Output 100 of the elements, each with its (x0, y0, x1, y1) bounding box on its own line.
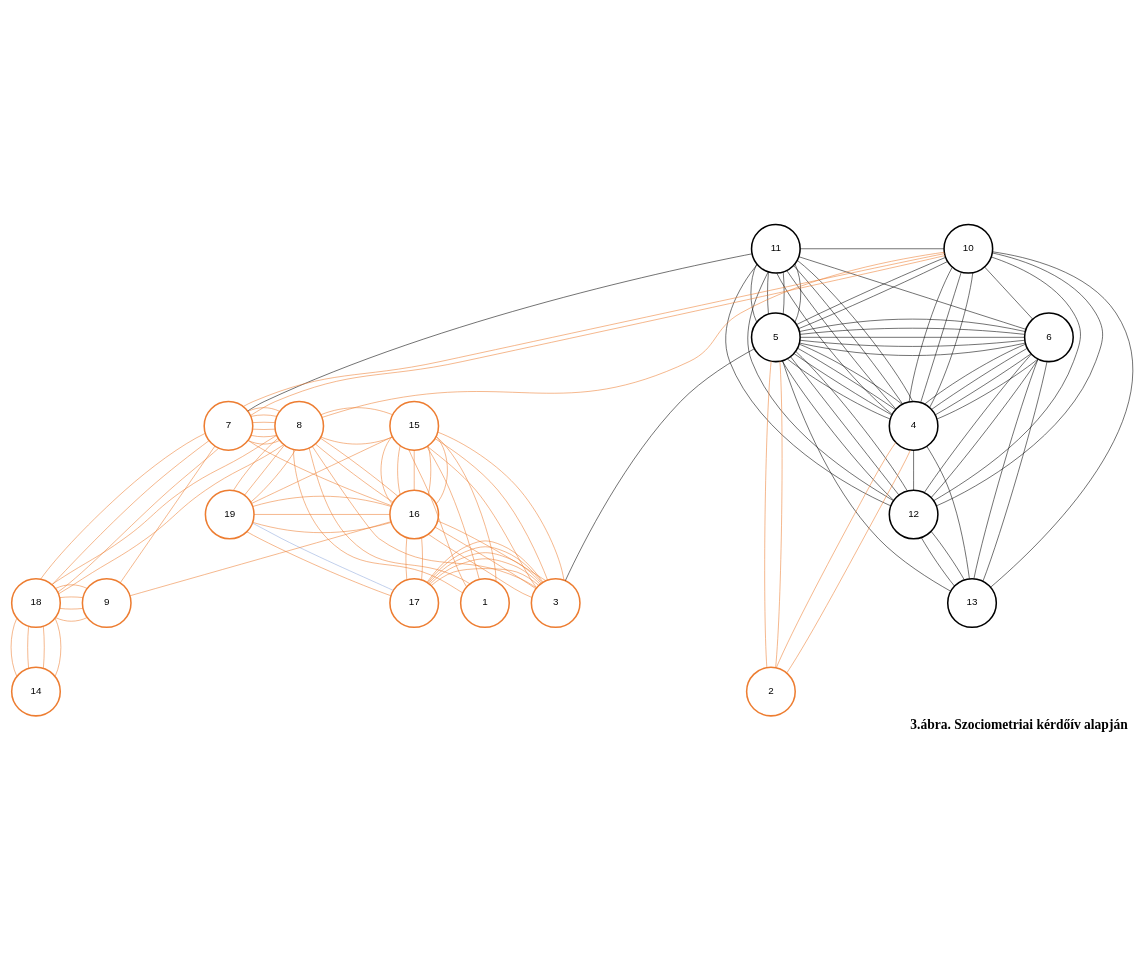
node-circle: 16 (389, 488, 440, 539)
connector (767, 271, 769, 314)
connector (924, 353, 1032, 493)
connector (797, 259, 913, 402)
connector (55, 584, 88, 589)
connector (413, 449, 415, 490)
connector (250, 434, 277, 437)
connector (315, 443, 394, 502)
connector (312, 445, 537, 588)
connector (27, 625, 29, 669)
connector (747, 271, 894, 501)
connector (293, 448, 463, 593)
node-circle: 6 (1023, 311, 1074, 362)
connector (431, 567, 539, 586)
node-circle: 5 (750, 311, 801, 362)
connector (247, 406, 280, 412)
connector (799, 339, 1025, 347)
node-circle: 3 (530, 577, 581, 628)
connector (794, 263, 802, 322)
connector (10, 617, 18, 677)
connector (799, 318, 1026, 332)
connector (800, 247, 945, 249)
connector (799, 327, 1025, 335)
connector (800, 336, 1025, 338)
connector (929, 271, 974, 408)
node-circle: 12 (888, 488, 939, 539)
connector (246, 530, 392, 596)
connector (397, 445, 401, 495)
connector (428, 445, 432, 495)
node-circle: 10 (943, 223, 994, 274)
connector (926, 445, 970, 579)
connector (930, 358, 1039, 498)
connector (308, 447, 471, 584)
connector (795, 350, 908, 491)
node-circle: 19 (204, 488, 255, 539)
connector (786, 269, 897, 409)
connector (725, 263, 892, 506)
connector (435, 435, 448, 504)
connector (40, 432, 206, 579)
connector (437, 431, 565, 580)
node-circle: 15 (389, 400, 440, 451)
connector (51, 439, 210, 585)
connector (429, 558, 541, 585)
connector (781, 360, 894, 500)
connector (247, 253, 753, 411)
connector (247, 439, 280, 444)
connector (775, 360, 783, 668)
node-circle: 17 (389, 577, 440, 628)
connector (984, 266, 1033, 319)
connector (428, 533, 533, 598)
node-circle: 18 (10, 577, 62, 628)
connector (320, 437, 399, 497)
connector (405, 537, 408, 580)
node-circle: 14 (10, 666, 62, 717)
connector (428, 551, 542, 584)
connector (782, 271, 785, 314)
connector (908, 266, 953, 402)
node-circle: 2 (745, 666, 796, 717)
connector (933, 256, 1081, 501)
connector (565, 348, 755, 581)
connector (320, 406, 393, 415)
connector (750, 263, 757, 322)
connector (921, 536, 955, 586)
connector (798, 255, 1027, 330)
connector (244, 444, 285, 495)
connector (793, 264, 903, 404)
connector (434, 437, 548, 580)
node-circle: 1 (459, 577, 510, 628)
connector (43, 625, 45, 669)
connector (437, 520, 547, 581)
connector (924, 343, 1026, 404)
connector (59, 596, 84, 598)
connector (55, 616, 88, 621)
connector (252, 521, 392, 533)
node-circle: 7 (203, 400, 254, 451)
connector (380, 435, 393, 504)
connector (129, 520, 392, 596)
caption: 3.ábra. Szociometriai kérdőív alapján (910, 716, 1128, 732)
connector (990, 251, 1133, 588)
connector (764, 360, 772, 668)
connector (776, 441, 897, 668)
connector (982, 360, 1048, 581)
connector (58, 443, 284, 594)
connector (776, 272, 893, 415)
connector (408, 449, 467, 587)
connector (799, 342, 1026, 356)
connector (250, 414, 277, 417)
connector (59, 607, 84, 609)
connector (936, 252, 1103, 506)
connector (252, 421, 276, 423)
connector (973, 358, 1039, 579)
connector (434, 526, 537, 589)
connector (253, 513, 391, 515)
node-circle: 13 (946, 577, 998, 628)
connector (54, 617, 62, 677)
connector (786, 449, 911, 673)
connector (51, 434, 277, 585)
connector (250, 449, 296, 502)
connector (786, 358, 891, 419)
node-circle: 4 (888, 400, 939, 451)
